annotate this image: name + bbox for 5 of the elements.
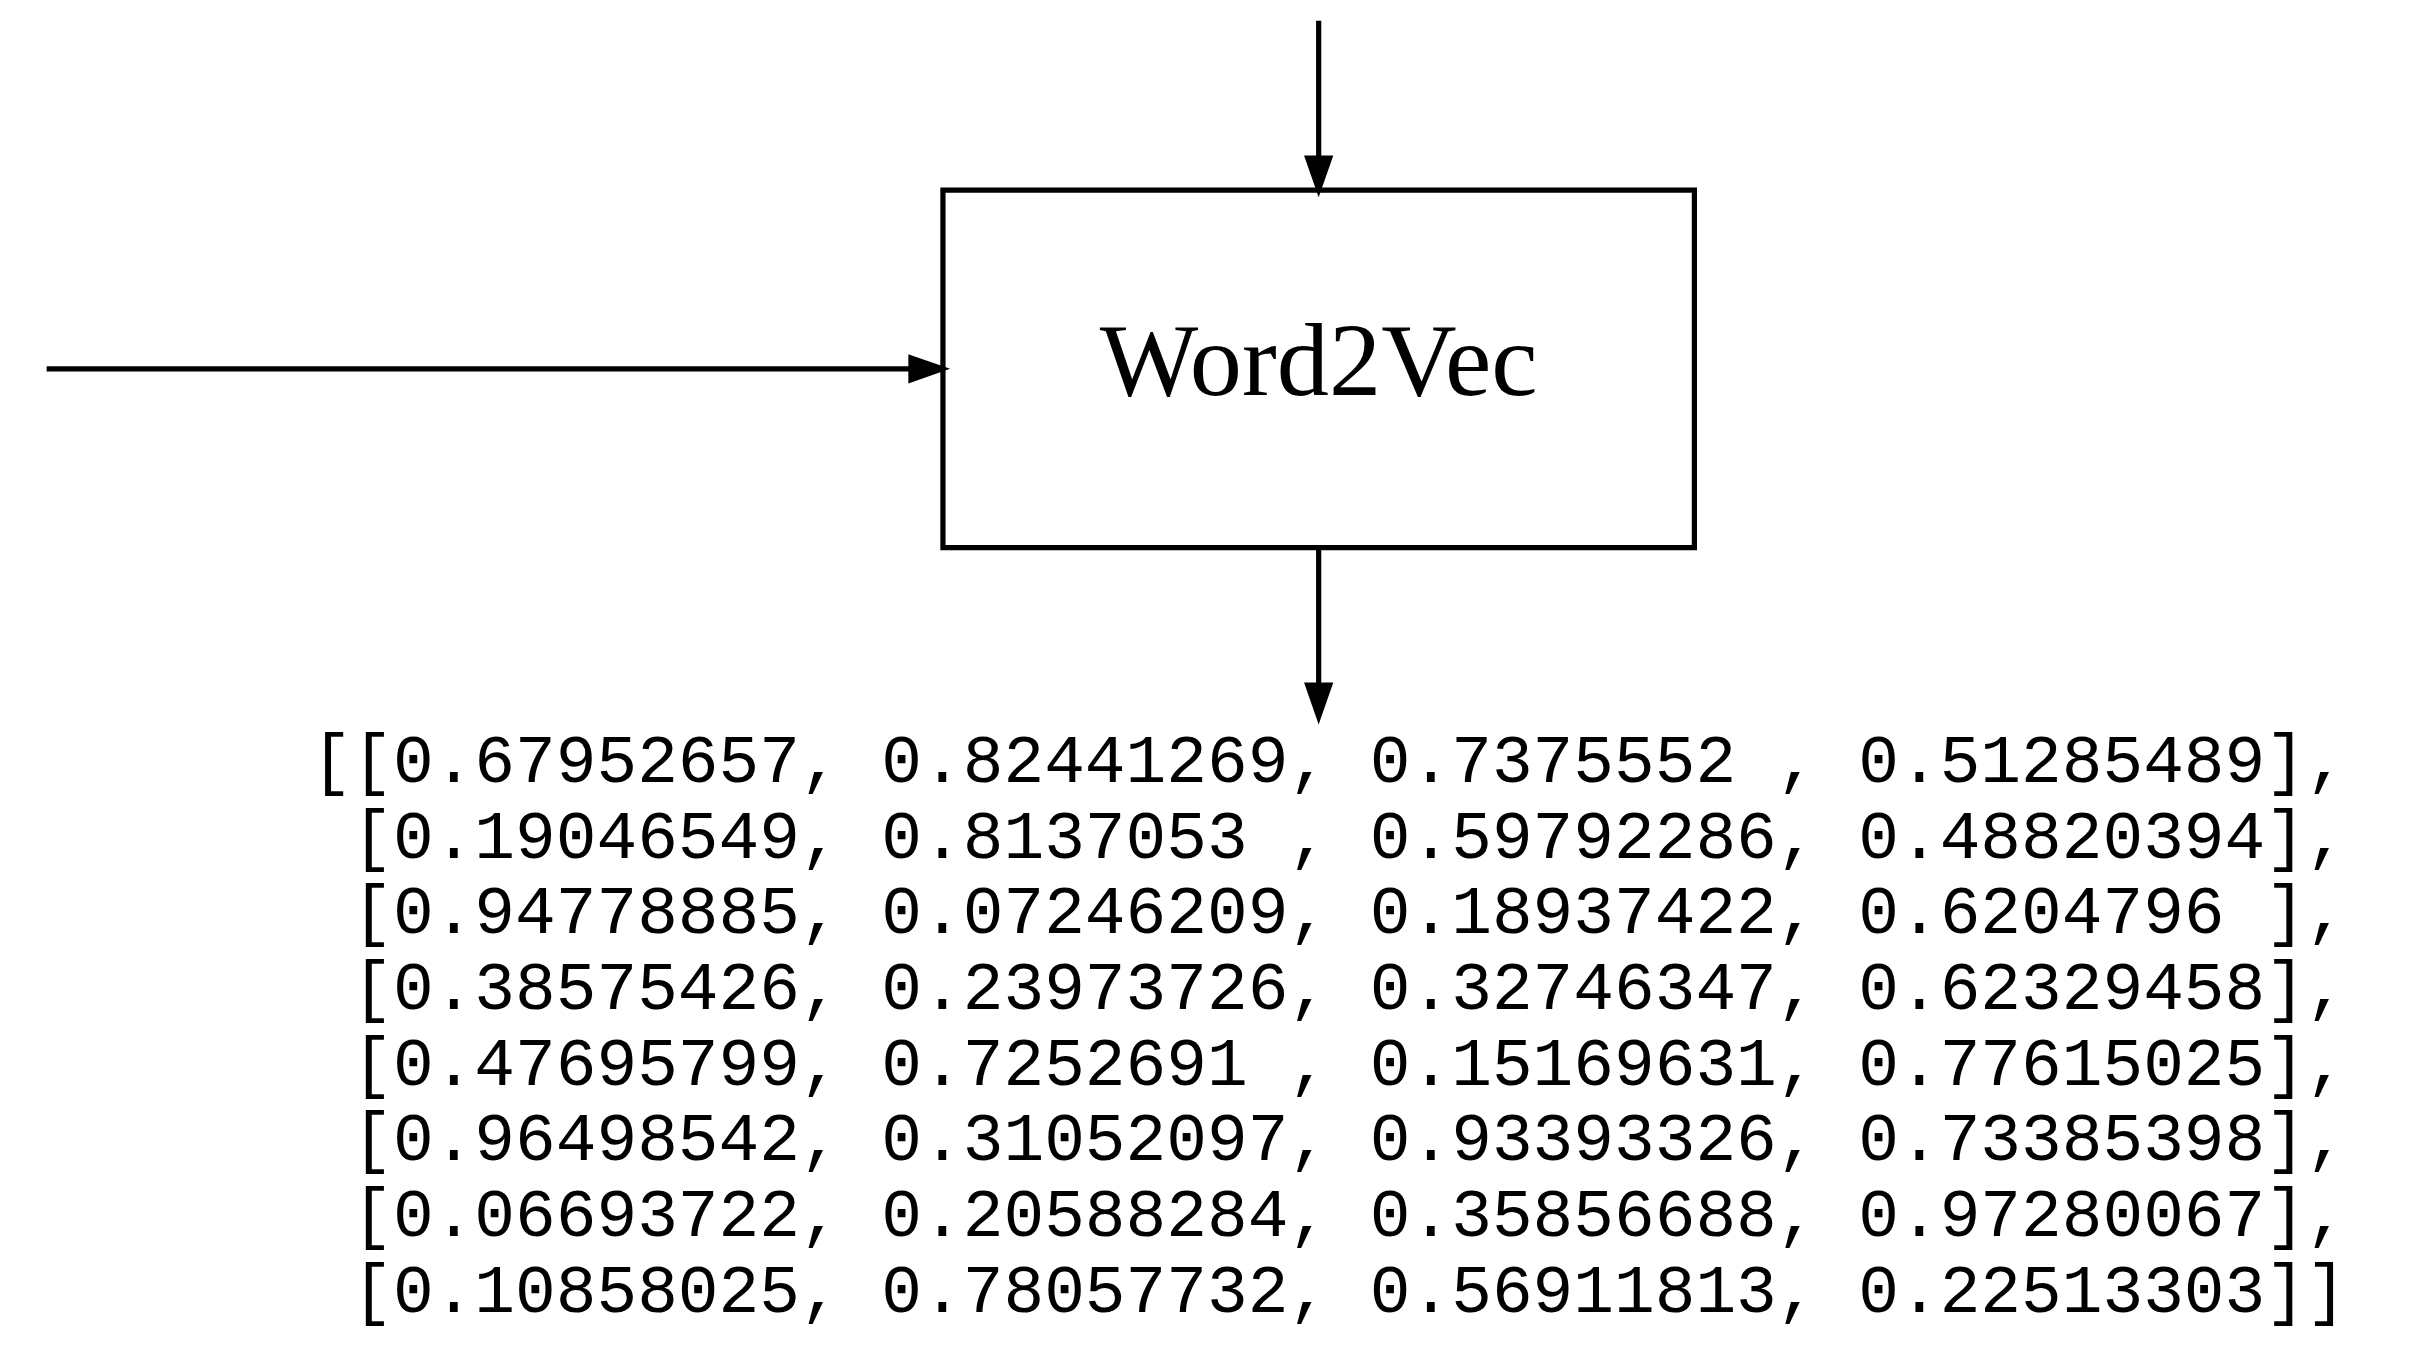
node-box: Word2Vec [940,187,1697,551]
node-text: [[0.67952657, 0.82441269, 0.7375552 , 0.51285489], [0.19046549, 0.8137053 , 0.59792286, 0.48820394], [0.94778885, 0.07246209, 0.18937422, 0.6204796 ], [0.38575426, 0.23973726, 0.32746347, 0.62329458], [0.47695799, 0.7252691 , 0.15169631, 0.77615025], [0.96498542, 0.31052097, 0.93393326, 0.73385398], [0.06693722, 0.20588284, 0.35856688, 0.97280067], [0.10858025, 0.78057732, 0.56911813, 0.22513303]] [311,725,2347,1332]
arrow [46,354,951,384]
arrow [1304,548,1334,725]
arrow [1304,20,1334,198]
